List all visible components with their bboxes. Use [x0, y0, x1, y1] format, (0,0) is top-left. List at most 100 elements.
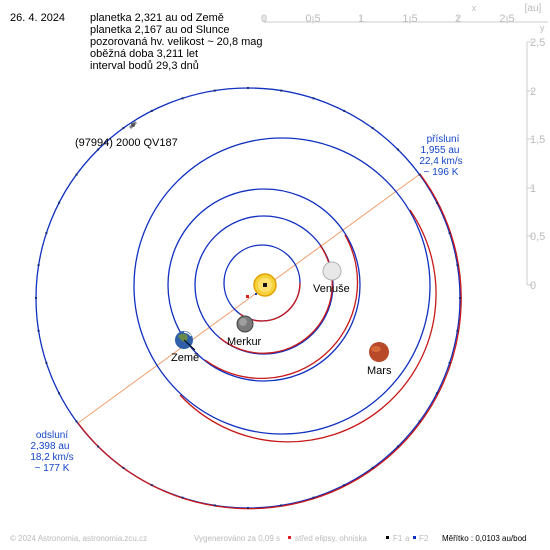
aphelion-distance: 2,398 au — [31, 441, 70, 452]
asteroid-orbit-point — [58, 392, 61, 395]
asteroid-orbit-points — [35, 87, 461, 509]
mars-label: Mars — [367, 365, 392, 377]
asteroid-orbit-point — [122, 127, 125, 130]
right-tick-label: 2,5 — [530, 37, 545, 49]
mercury-label: Merkur — [227, 336, 262, 348]
asteroid-orbit-point — [75, 420, 78, 423]
asteroid-orbit-point — [45, 361, 48, 364]
asteroid-orbit-point — [448, 361, 451, 364]
top-tick-label: 2,5 — [499, 13, 514, 25]
legend-f2-marker — [413, 536, 416, 539]
asteroid-label: (97994) 2000 QV187 — [75, 137, 178, 149]
top-tick-label: 0 — [261, 13, 267, 25]
y-axis-letter: y — [540, 23, 545, 33]
legend-f1-marker — [386, 536, 389, 539]
asteroid-orbit-point — [58, 201, 61, 204]
legend-f2-text: F2 — [419, 534, 429, 543]
top-tick-label: 2 — [455, 13, 461, 25]
asteroid-orbit-point — [45, 232, 48, 235]
right-tick-label: 1,5 — [530, 134, 545, 146]
perihelion-info: přísluní 1,955 au 22,4 km/s ~ 196 K — [419, 134, 462, 178]
top-tick-label: 1 — [358, 13, 364, 25]
scale-text: Měřítko : 0,0103 au/bod — [442, 534, 527, 543]
mars-orbit — [133, 137, 431, 435]
apsis-line — [77, 173, 421, 424]
asteroid-orbit-point — [280, 504, 283, 507]
mercury-planet — [236, 315, 254, 333]
asteroid-orbit-point — [396, 148, 399, 151]
asteroid-orbit-point — [213, 504, 216, 507]
top-axis — [263, 16, 548, 23]
sun — [253, 273, 277, 297]
perihelion-temp: ~ 196 K — [424, 167, 459, 178]
asteroid-orbit-point — [35, 297, 37, 299]
asteroid-orbit-point — [37, 329, 40, 332]
asteroid-orbit-point — [312, 496, 315, 499]
mars-planet — [369, 342, 389, 362]
right-tick-label: 2 — [530, 86, 536, 98]
focus-f2-marker — [255, 293, 257, 295]
asteroid-orbit-point — [181, 97, 184, 100]
asteroid-orbit-point — [418, 173, 421, 176]
legend-f1-text: F1 — [393, 534, 403, 543]
asteroid-orbit-point — [459, 297, 461, 299]
x-axis-letter: x — [472, 3, 477, 13]
perihelion-distance: 1,955 au — [421, 145, 460, 156]
asteroid-orbit-point — [456, 329, 459, 332]
asteroid-orbit-point — [75, 173, 78, 176]
asteroid-orbit-point — [150, 484, 153, 487]
right-axis — [526, 41, 533, 286]
info-line: planetka 2,321 au od Země — [90, 12, 224, 24]
top-tick-label: 1,5 — [402, 13, 417, 25]
mars-orbit-red-arc — [179, 209, 437, 443]
copyright-text: © 2024 Astronomia, astronomia.zcu.cz — [10, 534, 147, 543]
info-line: oběžná doba 3,211 let — [90, 48, 199, 60]
info-line: interval bodů 29,3 dnů — [90, 60, 199, 72]
asteroid-orbit-point — [456, 264, 459, 267]
asteroid-orbit-point — [280, 89, 283, 92]
aphelion-title: odsluní — [36, 430, 68, 441]
earth-orbit — [167, 188, 361, 382]
date-label: 26. 4. 2024 — [10, 12, 66, 24]
asteroid-orbit-point — [122, 466, 125, 469]
right-tick-label: 0,5 — [530, 231, 545, 243]
venus-planet — [322, 261, 342, 281]
earth-to-asteroid-line — [183, 339, 196, 351]
top-tick-label: 0,5 — [305, 13, 320, 25]
legend-center-marker — [288, 536, 291, 539]
info-line: planetka 2,167 au od Slunce — [90, 24, 230, 36]
asteroid-orbit-point — [371, 466, 374, 469]
asteroid-orbit-point — [343, 484, 346, 487]
info-line: pozorovaná hv. velikost ~ 20,8 mag — [90, 36, 263, 48]
asteroid-orbit-point — [435, 392, 438, 395]
perihelion-speed: 22,4 km/s — [419, 156, 462, 167]
perihelion-title: přísluní — [427, 134, 460, 145]
asteroid-orbit-point — [213, 89, 216, 92]
asteroid-orbit-point — [371, 127, 374, 130]
asteroid-marker — [128, 120, 138, 130]
asteroid-orbit-point — [312, 97, 315, 100]
earth-orbit-red-arc — [204, 234, 359, 379]
asteroid-orbit-point — [97, 445, 100, 448]
x-axis-unit: [au] — [525, 3, 542, 14]
aphelion-info: odsluní 2,398 au 18,2 km/s ~ 177 K — [30, 430, 73, 474]
earth-label: Země — [171, 352, 199, 364]
right-tick-label: 0 — [530, 280, 536, 292]
asteroid-orbit-point — [418, 420, 421, 423]
venus-orbit — [194, 215, 334, 355]
asteroid-orbit-point — [181, 496, 184, 499]
asteroid-orbit-point — [435, 201, 438, 204]
aphelion-temp: ~ 177 K — [35, 463, 70, 474]
asteroid-orbit-point — [247, 507, 249, 509]
ellipse-center-marker — [246, 295, 249, 298]
asteroid-orbit-point — [247, 87, 249, 89]
asteroid-orbit-point — [150, 109, 153, 112]
asteroid-orbit-point — [448, 232, 451, 235]
footer: © 2024 Astronomia, astronomia.zcu.cz Vyg… — [10, 534, 527, 543]
asteroid-orbit-point — [343, 109, 346, 112]
asteroid-orbit-point — [396, 445, 399, 448]
legend-center-text: střed elipsy, ohniska — [295, 534, 367, 543]
asteroid-orbit-point — [37, 264, 40, 267]
asteroid-orbit-point — [97, 148, 100, 151]
